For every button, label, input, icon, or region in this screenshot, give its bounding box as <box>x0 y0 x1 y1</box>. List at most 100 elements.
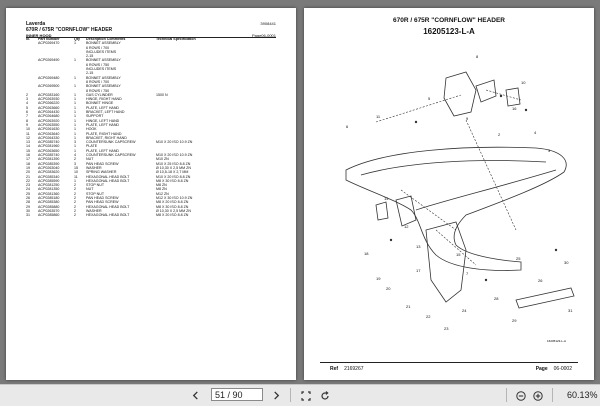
cell-qty: 3 <box>74 161 76 166</box>
cell-technical-spec: M10 X 20 ISO 10.9 ZN <box>156 153 193 158</box>
cell-part-number: ACP0269500 <box>38 84 60 89</box>
cell-description: PLATE, RIGHT HAND <box>86 131 122 136</box>
cell-ill: 23 <box>26 183 30 188</box>
zoom-in-button[interactable] <box>531 389 545 402</box>
cell-part-number: ACP0261630 <box>38 127 60 132</box>
callout-29: 29 <box>512 318 517 323</box>
cell-technical-spec: M8 X 30 ISO 8.8 ZN <box>156 204 189 209</box>
header-rule <box>26 37 276 38</box>
cell-description: COUNTERSUNK CAPSCREW <box>86 153 136 158</box>
cell-ill: 31 <box>26 213 30 218</box>
bracket-lower <box>425 221 467 303</box>
next-page-button[interactable] <box>269 389 283 402</box>
previous-page-button[interactable] <box>188 389 202 402</box>
callout-17: 17 <box>416 268 421 273</box>
callout-28: 28 <box>494 296 499 301</box>
cell-description: HEXAGONAL HEAD BOLT <box>86 213 130 218</box>
cell-qty: 2 <box>74 191 76 196</box>
cell-technical-spec: M10 ZN <box>156 157 169 162</box>
cell-technical-spec: Ø 10,30 X 2,5 MM ZN <box>156 208 191 213</box>
cell-ill: 8 <box>26 118 28 123</box>
cell-description: BONNET ASSEMBLY 8 ROWS / 750 <box>86 84 121 93</box>
cell-part-number: ACP0283620 <box>38 170 60 175</box>
cell-description: PLATE, LEFT HAND <box>86 148 120 153</box>
cell-qty: 1 <box>74 131 76 136</box>
zoom-out-button[interactable] <box>514 389 528 402</box>
page-number-field[interactable]: 51 / 90 <box>211 388 263 401</box>
cell-qty: 2 <box>74 208 76 213</box>
cell-ill: 26 <box>26 195 30 200</box>
rotate-icon <box>321 390 329 400</box>
cell-technical-spec: 1500 N <box>156 92 168 97</box>
cell-part-number: ACP0269480 <box>38 75 60 80</box>
cell-technical-spec: M10 X 25 ISO 8.8 ZN <box>156 161 191 166</box>
cell-qty: 2 <box>74 187 76 192</box>
cell-description: BONNET HINGE <box>86 101 114 106</box>
cell-ill: 30 <box>26 208 30 213</box>
cell-technical-spec: M8 X 20 ISO 8.8 ZN <box>156 200 189 205</box>
cell-qty: 1 <box>74 122 76 127</box>
ref-value: 2169267 <box>344 366 364 372</box>
rotate-button[interactable] <box>318 389 332 402</box>
callout-13: 13 <box>416 244 421 249</box>
cell-ill: 16 <box>26 153 30 158</box>
cell-part-number: ACP0263640 <box>38 131 60 136</box>
cell-qty: 1 <box>74 75 76 80</box>
callout-25: 25 <box>516 256 521 261</box>
cell-description: BONNET ASSEMBLY 8 ROWS / 700 <box>86 75 121 84</box>
toolbar-separator-2 <box>506 388 507 402</box>
cell-description: BONNET ASSEMBLY 6 ROWS / 750 INCLUDES IT… <box>86 58 121 76</box>
cell-ill: 25 <box>26 191 30 196</box>
cell-part-number: ACP0281250 <box>38 183 60 188</box>
zoom-level[interactable]: 60.13% <box>567 390 598 400</box>
cell-qty: 1 <box>74 148 76 153</box>
cell-ill <box>26 41 38 58</box>
cell-ill: 6 <box>26 110 28 115</box>
bonnet-edge <box>415 169 557 211</box>
cell-qty: 1 <box>74 135 76 140</box>
cell-description: HOOK <box>86 127 97 132</box>
cell-ill: 4 <box>26 101 28 106</box>
cell-qty: 1 <box>74 58 76 63</box>
cell-technical-spec: M8 X 20 ISO 8.8 ZN <box>156 213 189 218</box>
callout-4: 4 <box>534 130 537 135</box>
cell-technical-spec: M8 ZN <box>156 183 167 188</box>
callout-20: 20 <box>386 286 391 291</box>
cell-part-number: ACP0263040 <box>38 165 60 170</box>
cell-technical-spec: Ø 10,30 X 2,5 MM ZN <box>156 165 191 170</box>
cell-qty: 3 <box>74 140 76 145</box>
cell-ill: 22 <box>26 178 30 183</box>
parts-table: Ill. Part Number Qty Description Comment… <box>26 37 276 217</box>
hinge-upper <box>475 79 497 103</box>
cell-part-number: ACP0264330 <box>38 135 60 140</box>
callout-labels: 6859101611234141213157171819202122232425… <box>346 54 573 331</box>
cell-description: PAN HEAD SCREW <box>86 200 119 205</box>
fit-page-button[interactable] <box>299 389 313 402</box>
cell-qty: 11 <box>74 174 78 179</box>
cell-qty: 1 <box>74 101 76 106</box>
cell-ill: 28 <box>26 200 30 205</box>
cell-part-number: ACP0285590 <box>38 178 60 183</box>
cell-part-number: ACP0263660 <box>38 105 60 110</box>
callout-7: 7 <box>466 271 469 276</box>
drawing-title: 670R / 675R "CORNFLOW" HEADER <box>393 17 505 24</box>
footer-rule <box>320 362 578 363</box>
cell-description: HEXAGONAL HEAD BOLT <box>86 174 130 179</box>
cell-description: HINGE, RIGHT HAND <box>86 97 122 102</box>
callout-2: 2 <box>498 132 501 137</box>
callout-18: 18 <box>364 251 369 256</box>
cell-part-number: ACP0263650 <box>38 148 60 153</box>
cell-part-number: ACP0285180 <box>38 195 60 200</box>
callout-12: 12 <box>404 224 409 229</box>
